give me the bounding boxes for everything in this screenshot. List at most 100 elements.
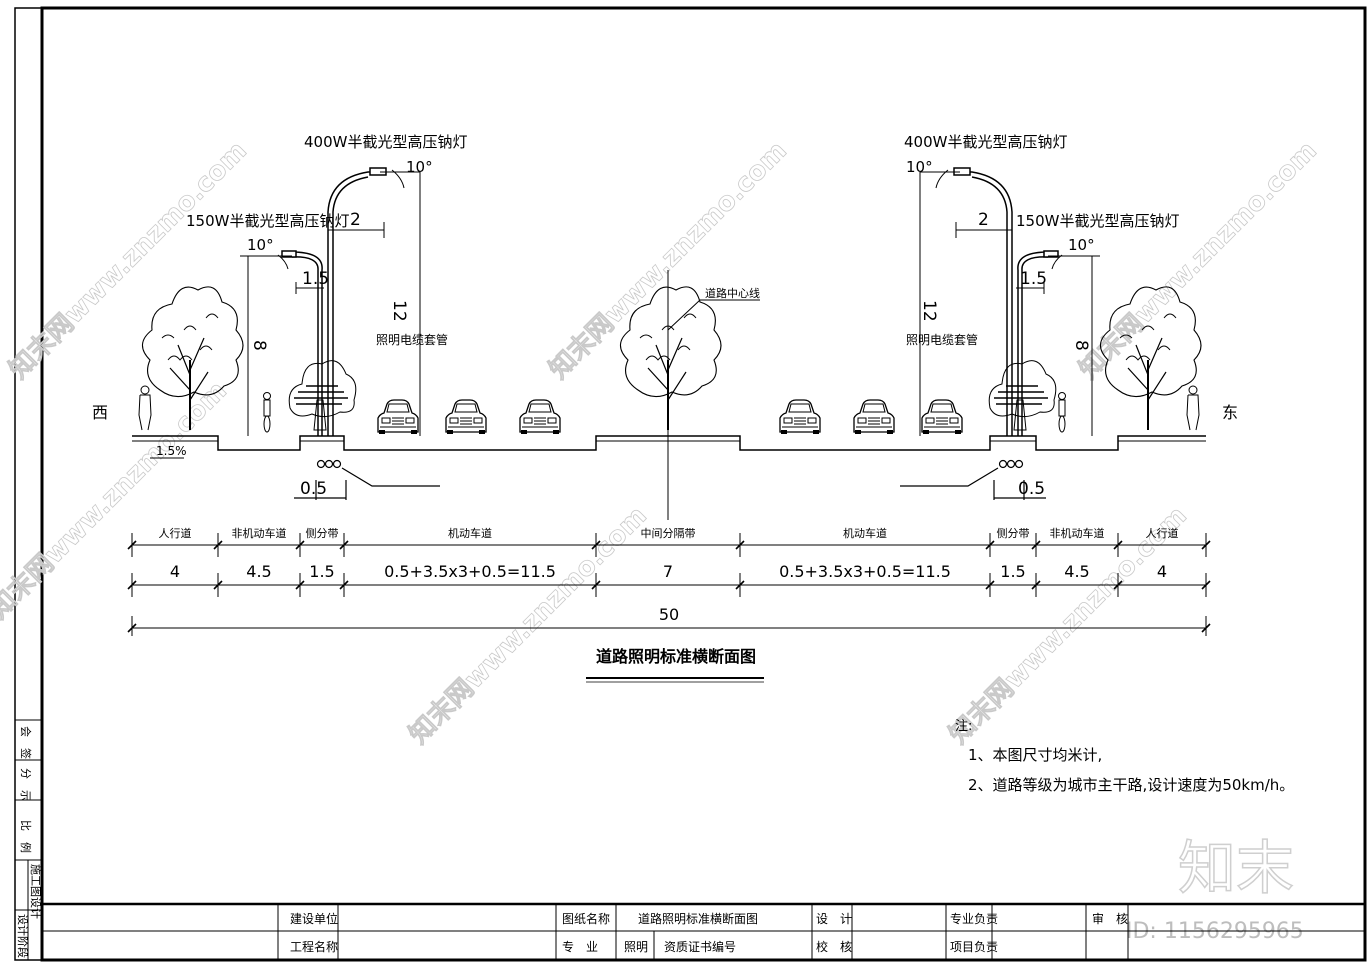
tb-project-name: 工程名称 — [290, 939, 338, 954]
arm-small-dim: 1.5 — [1020, 269, 1047, 289]
dimension-line — [591, 540, 601, 550]
angle-label: 10° — [1068, 236, 1095, 254]
dimension-line — [339, 580, 349, 590]
segment-width: 4 — [170, 562, 180, 581]
lamp-large-label-east: 400W半截光型高压钠灯 — [904, 133, 1067, 151]
dimension-line — [1201, 540, 1211, 550]
pipe-offset-dim: 0.5 — [1018, 479, 1045, 499]
side-strip — [15, 719, 42, 960]
car — [519, 399, 561, 435]
segment-width: 4.5 — [1064, 562, 1089, 581]
pedestrian-east — [1186, 385, 1200, 431]
dimension-line — [295, 580, 305, 590]
centerline-leader — [667, 299, 701, 331]
dimension-line — [985, 580, 995, 590]
cable-label-east: 照明电缆套管 — [906, 332, 978, 347]
angle-label: 10° — [406, 158, 433, 176]
centerline-label: 道路中心线 — [705, 286, 760, 300]
lamp-large-label-west: 400W半截光型高压钠灯 — [304, 133, 467, 151]
tb-drawing-name-label: 图纸名称 — [562, 911, 610, 926]
height-large-dim: 12 — [919, 300, 939, 322]
west-label: 西 — [92, 403, 108, 422]
watermark-text: 知末网www.znzmo.com — [0, 376, 233, 625]
side-scale: 比 例 — [19, 820, 33, 853]
pipe-offset-dim: 0.5 — [300, 479, 327, 499]
dimension-line — [1113, 580, 1123, 590]
dimension-line — [295, 540, 305, 550]
arm-large-dim: 2 — [350, 210, 361, 230]
dimension-line — [1201, 580, 1211, 590]
segment-label: 机动车道 — [843, 526, 887, 540]
note-1: 1、本图尺寸均米计, — [968, 746, 1102, 764]
car — [377, 399, 419, 435]
tb-check: 校 核 — [816, 939, 852, 954]
height-small-dim: 8 — [1071, 340, 1091, 351]
lamp-small-label-west: 150W半截光型高压钠灯 — [186, 212, 349, 230]
segment-label: 非机动车道 — [1050, 526, 1105, 540]
side-sheet: 分 示 — [19, 768, 32, 801]
side-stage-label: 设计阶段 — [16, 914, 30, 958]
drawing-title: 道路照明标准横断面图 — [596, 647, 756, 666]
arm-large-dim: 2 — [978, 210, 989, 230]
note-2: 2、道路等级为城市主干路,设计速度为50km/h。 — [968, 776, 1294, 794]
segment-label: 人行道 — [159, 526, 192, 540]
dimension-line — [127, 580, 137, 590]
title-block — [40, 902, 1367, 962]
pedestrian-west — [138, 385, 152, 431]
height-small-dim: 8 — [249, 340, 269, 351]
dimension-line — [985, 540, 995, 550]
segment-label: 人行道 — [1146, 526, 1179, 540]
tb-discipline: 照明 — [624, 940, 648, 954]
watermark-text: 知末网www.znzmo.com — [404, 501, 653, 750]
angle-label: 10° — [906, 158, 933, 176]
segment-width: 1.5 — [1000, 562, 1025, 581]
logo-watermark: 知末 — [1178, 834, 1294, 902]
segment-width: 4 — [1157, 562, 1167, 581]
segment-width: 7 — [663, 562, 673, 581]
segment-label: 中间分隔带 — [641, 527, 696, 540]
tb-discipline-label: 专 业 — [562, 939, 598, 954]
dimension-line — [735, 540, 745, 550]
segment-width: 1.5 — [309, 562, 334, 581]
dimension-line — [1201, 623, 1211, 633]
side-stage: 施工图设计 — [29, 864, 42, 919]
dimension-line — [1113, 540, 1123, 550]
dimension-line — [213, 580, 223, 590]
segment-width: 0.5+3.5x3+0.5=11.5 — [779, 562, 951, 581]
car — [779, 399, 821, 435]
cable-pipes — [294, 459, 1046, 500]
dimension-line — [1031, 580, 1041, 590]
tb-discipline-lead: 专业负责 — [950, 911, 998, 926]
segment-width: 0.5+3.5x3+0.5=11.5 — [384, 562, 556, 581]
dimension-line — [213, 540, 223, 550]
dimension-line — [1031, 540, 1041, 550]
dimension-line — [339, 540, 349, 550]
dimension-line — [735, 580, 745, 590]
car — [921, 399, 963, 435]
cyclist-west — [263, 392, 271, 433]
lamp-small-label-east: 150W半截光型高压钠灯 — [1016, 212, 1179, 230]
dimension-line — [591, 580, 601, 590]
dimension-line — [127, 540, 137, 550]
lamp-pole-west — [281, 167, 387, 436]
car — [445, 399, 487, 435]
tb-drawing-name: 道路照明标准横断面图 — [638, 911, 758, 926]
angle-label: 10° — [247, 236, 274, 254]
total-width: 50 — [659, 605, 679, 624]
east-label: 东 — [1222, 403, 1238, 422]
tb-cert-no: 资质证书编号 — [664, 939, 736, 954]
tb-project-lead: 项目负责 — [950, 940, 998, 954]
tb-construction-unit: 建设单位 — [290, 911, 338, 926]
segment-width: 4.5 — [246, 562, 271, 581]
side-sign: 会 签 — [19, 726, 33, 759]
segment-label: 侧分带 — [997, 527, 1030, 540]
car — [853, 399, 895, 435]
tb-design: 设 计 — [816, 912, 852, 926]
segment-label: 侧分带 — [306, 527, 339, 540]
tb-review: 审 核 — [1092, 911, 1128, 926]
lamp-dimensions — [240, 169, 1100, 436]
dimension-line — [127, 623, 137, 633]
arm-small-dim: 1.5 — [302, 269, 329, 289]
road-profile — [132, 435, 1206, 451]
